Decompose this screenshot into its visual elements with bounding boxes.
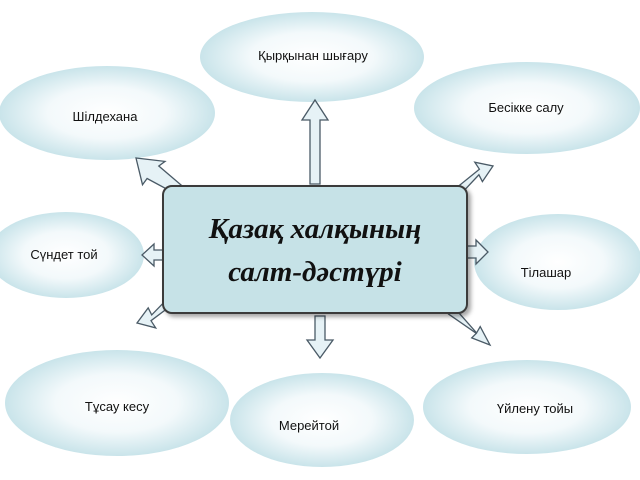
bubble-right	[474, 214, 640, 310]
bubble-top-left	[0, 66, 215, 160]
arrow-left-icon	[141, 242, 166, 268]
node-label-bottom-left: Тұсау кесу	[85, 399, 150, 414]
bubble-bottom-left	[5, 350, 229, 456]
center-title-line2: салт-дәстүрі	[228, 256, 401, 288]
bubble-bottom	[230, 373, 414, 467]
center-box	[162, 185, 468, 314]
center-title-line1: Қазақ халқының	[208, 213, 422, 245]
node-label-left: Сүндет той	[30, 247, 97, 262]
node-label-bottom: Мерейтой	[279, 418, 339, 433]
arrow-down-right-icon	[447, 307, 492, 347]
bubble-bottom-right	[423, 360, 631, 454]
bubble-top-right	[414, 62, 640, 154]
node-label-right: Тілашар	[521, 265, 572, 280]
node-label-bottom-right: Үйлену тойы	[497, 401, 573, 416]
arrow-up-icon	[300, 98, 330, 185]
arrow-down-icon	[305, 315, 335, 360]
node-label-top-right: Бесікке салу	[488, 100, 564, 115]
bubble-top	[200, 12, 424, 102]
bubble-left	[0, 212, 144, 298]
node-label-top: Қырқынан шығару	[258, 48, 368, 63]
node-label-top-left: Шілдехана	[73, 109, 139, 124]
